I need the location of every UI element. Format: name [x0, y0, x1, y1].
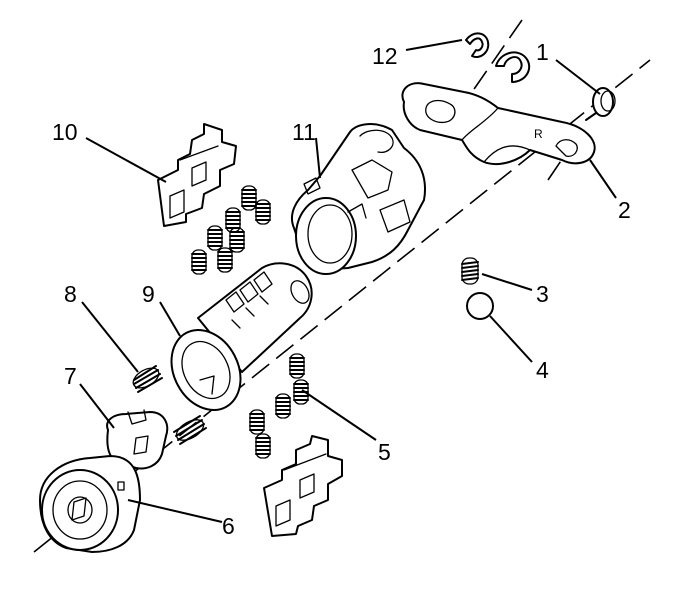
- callout-6: 6: [222, 513, 235, 539]
- part-8-spring: [132, 365, 163, 393]
- part-7-plate: [106, 409, 169, 470]
- part-6-bezel: [39, 455, 141, 553]
- spring: [217, 247, 233, 273]
- tumbler-springs-upper: [191, 185, 271, 275]
- spring: [293, 379, 309, 405]
- tumbler-set-lower: [263, 435, 343, 537]
- callout-10: 10: [52, 119, 78, 145]
- callout-7: 7: [64, 363, 77, 389]
- spring: [191, 249, 207, 275]
- callout-1: 1: [536, 39, 549, 65]
- leader-lines: [79, 39, 617, 523]
- spring: [289, 353, 305, 379]
- spring: [207, 225, 223, 251]
- callout-5: 5: [378, 439, 391, 465]
- spring: [275, 393, 291, 419]
- part-1-pin: [585, 87, 616, 121]
- callout-3: 3: [536, 281, 549, 307]
- part-4-ball: [466, 292, 494, 320]
- callout-12: 12: [372, 43, 398, 69]
- callout-8: 8: [64, 281, 77, 307]
- part-2-bracket: R: [401, 82, 596, 166]
- part-12-retainer: [465, 32, 531, 83]
- part-7-spring: [173, 415, 207, 445]
- part-11-housing: [290, 123, 426, 275]
- part-9-lock-cylinder: [170, 262, 313, 412]
- spring: [241, 185, 257, 211]
- part-3-spring: [461, 257, 479, 285]
- callout-11: 11: [292, 119, 316, 145]
- spring: [255, 199, 271, 225]
- part-10-tumbler-set: [157, 123, 237, 227]
- part-5-springs: [249, 353, 309, 459]
- callout-9: 9: [142, 281, 155, 307]
- callout-4: 4: [536, 357, 549, 383]
- spring: [255, 433, 271, 459]
- spring: [249, 409, 265, 435]
- callout-2: 2: [618, 197, 631, 223]
- bracket-r-mark: R: [534, 127, 543, 141]
- spring: [229, 227, 245, 253]
